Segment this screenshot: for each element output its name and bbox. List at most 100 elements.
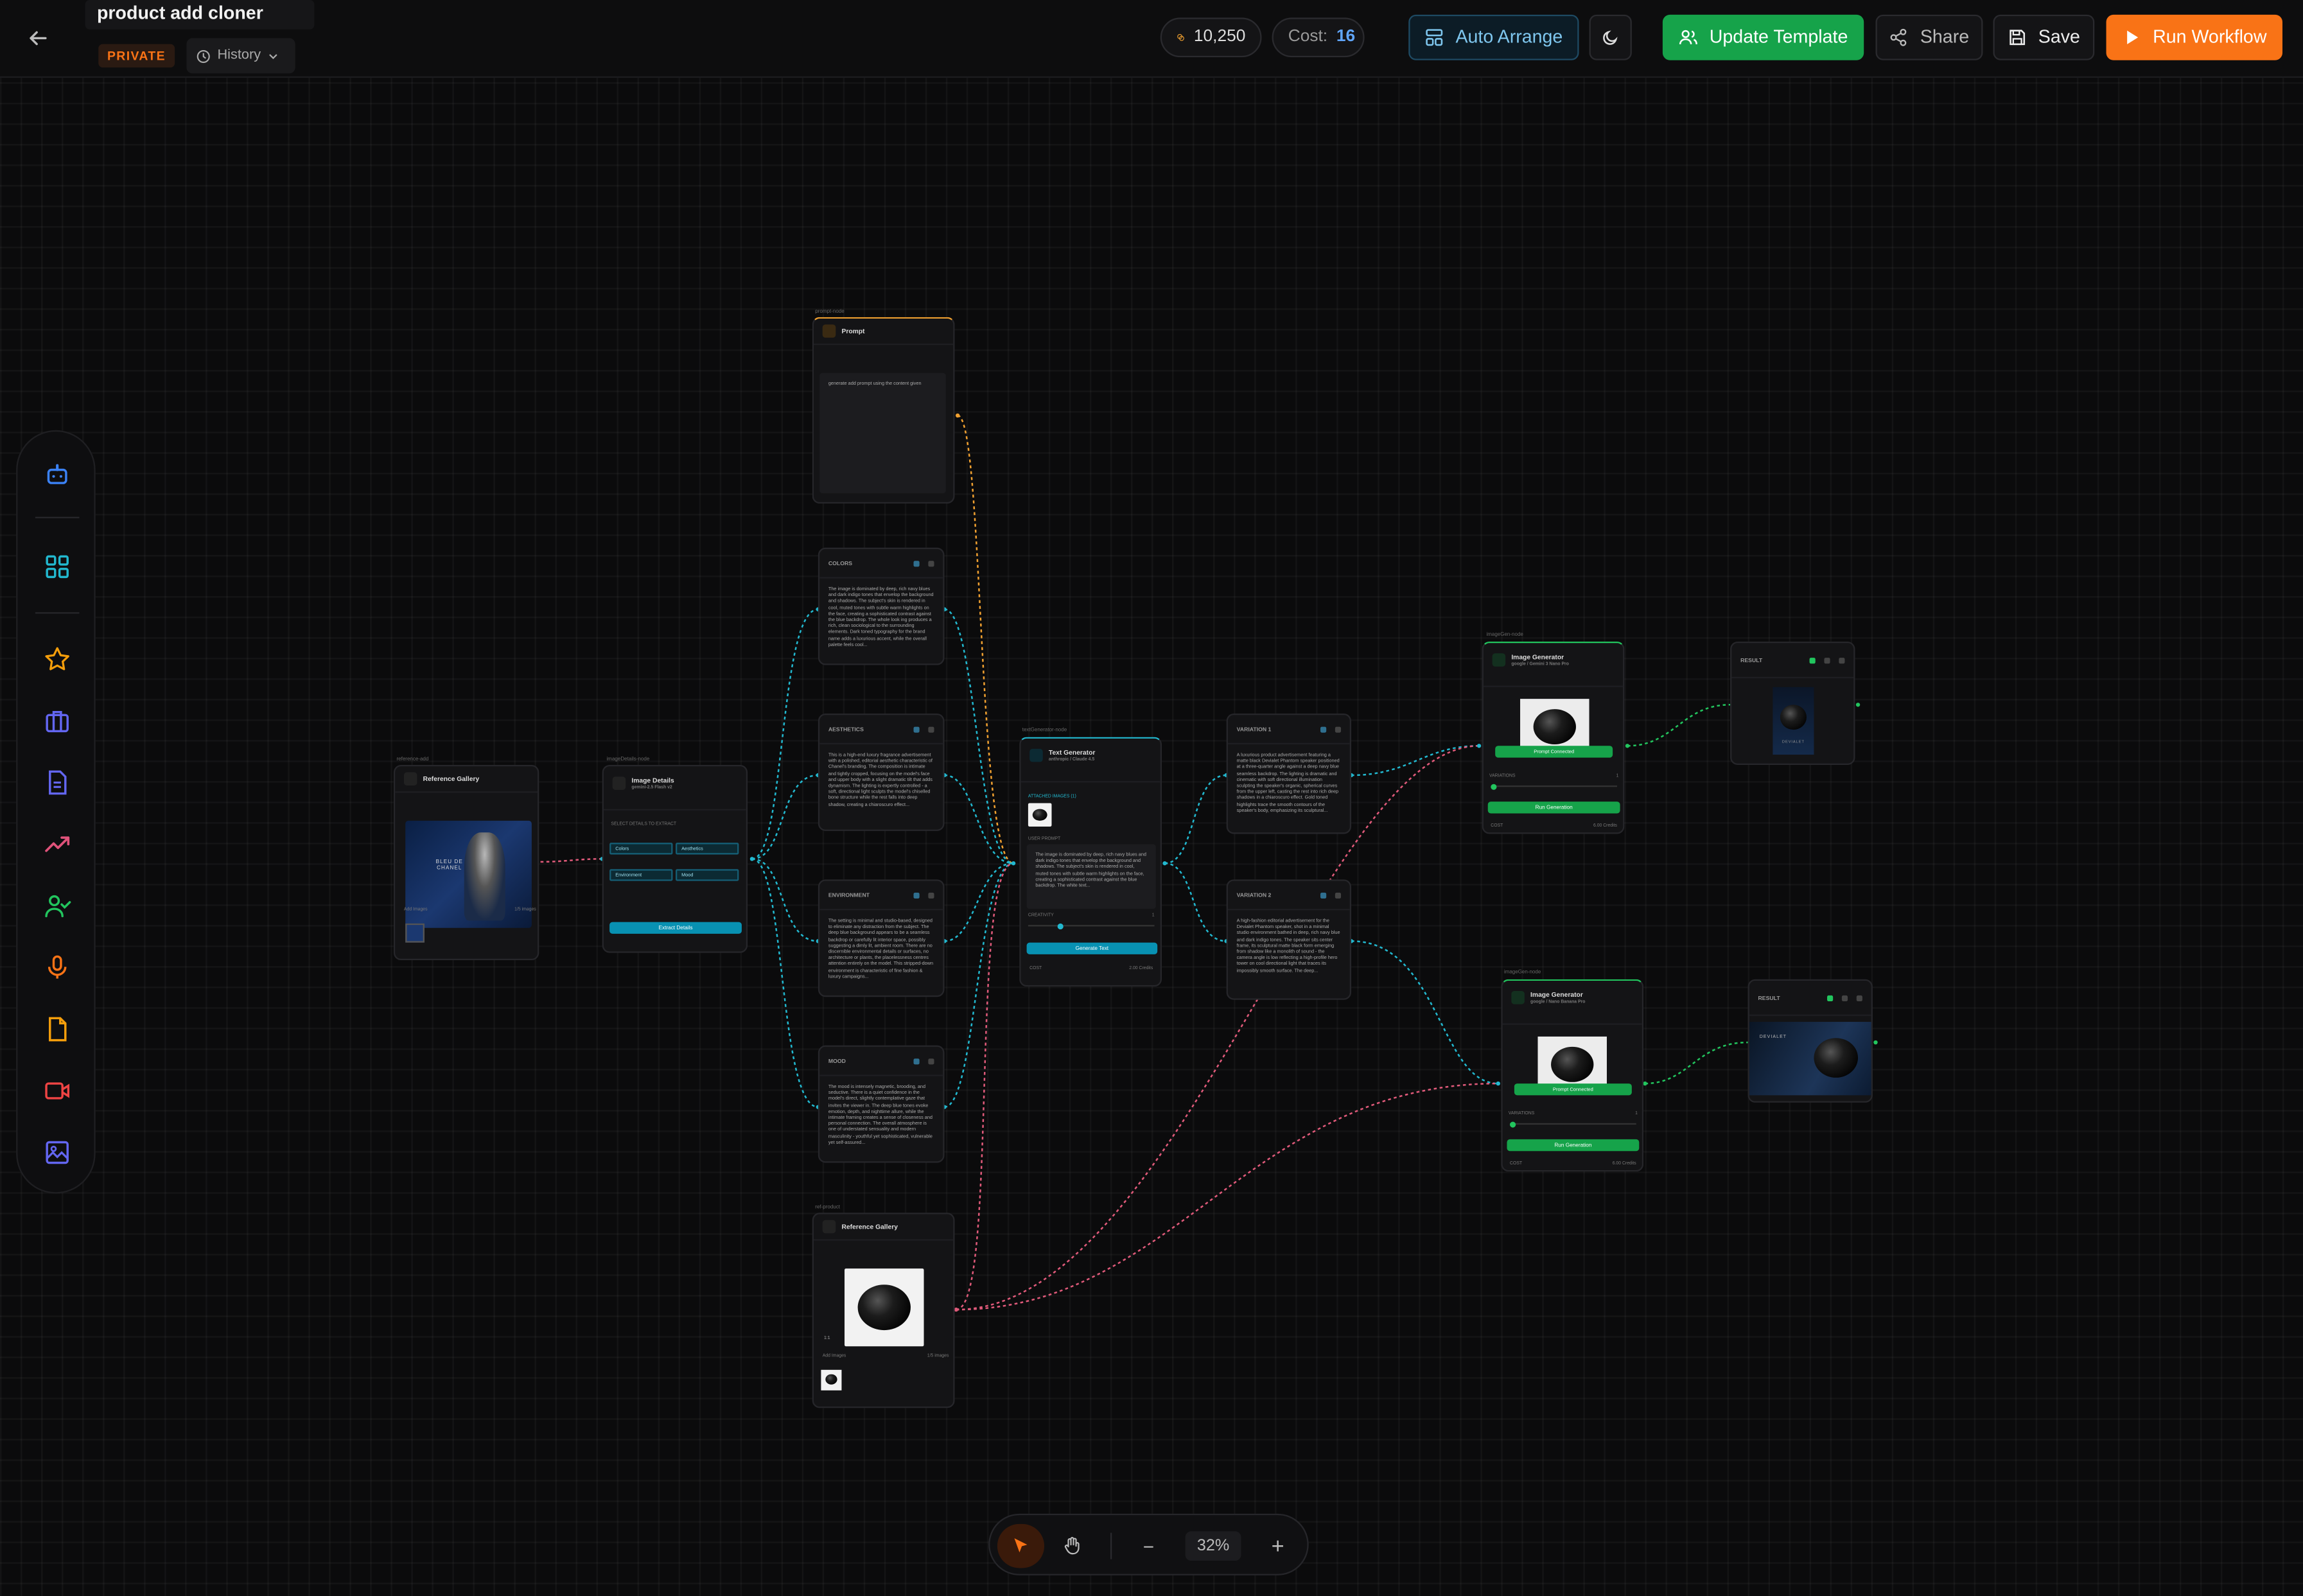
image-icon[interactable] <box>42 1138 72 1168</box>
arrow-left-icon[interactable] <box>24 24 53 53</box>
node-title: RESULT <box>1740 656 1763 663</box>
mood-node[interactable]: MOOD The mood is intensely magnetic, bro… <box>818 1045 945 1163</box>
add-images-button[interactable]: Add Images <box>403 906 428 912</box>
zoom-level[interactable]: 32% <box>1185 1531 1241 1561</box>
aesthetics-node[interactable]: AESTHETICS This is a high-end luxury fra… <box>818 713 945 831</box>
workflow-title[interactable]: product add cloner <box>85 0 315 30</box>
tag-environment[interactable]: Environment <box>609 869 673 881</box>
user-check-icon[interactable] <box>42 891 72 921</box>
creativity-slider[interactable] <box>1028 922 1155 929</box>
copy-icon[interactable] <box>913 891 920 898</box>
zoom-out-button[interactable]: − <box>1143 1535 1155 1557</box>
node-header[interactable]: RESULT <box>1749 981 1871 1016</box>
update-template-button[interactable]: Update Template <box>1662 14 1864 60</box>
variation-1-node[interactable]: VARIATION 1 A luxurious product advertis… <box>1226 713 1352 834</box>
slider-thumb[interactable] <box>1510 1121 1516 1127</box>
robot-icon[interactable] <box>42 460 72 489</box>
edge-mood-textgen <box>944 862 1014 1108</box>
tag-colors[interactable]: Colors <box>609 843 673 855</box>
result-image[interactable]: DEVIALET <box>1773 687 1814 755</box>
theme-toggle-button[interactable] <box>1589 14 1632 60</box>
share-button[interactable]: Share <box>1875 14 1983 60</box>
run-workflow-button[interactable]: Run Workflow <box>2106 14 2282 60</box>
select-tool-button[interactable] <box>997 1523 1045 1568</box>
prompt-textarea[interactable]: generate add prompt using the content gi… <box>819 373 946 494</box>
attached-thumbnail[interactable] <box>1028 803 1052 827</box>
trash-icon[interactable] <box>928 726 934 732</box>
copy-icon[interactable] <box>913 560 920 566</box>
history-button[interactable]: History <box>186 38 295 74</box>
trend-icon[interactable] <box>42 830 72 859</box>
result-2-node[interactable]: RESULT DEVIALET <box>1747 979 1873 1103</box>
trash-icon[interactable] <box>1335 726 1342 732</box>
variations-slider[interactable] <box>1510 1121 1636 1127</box>
extract-details-button[interactable]: Extract Details <box>609 922 742 934</box>
node-header[interactable]: MOOD <box>819 1047 943 1076</box>
generate-text-button[interactable]: Generate Text <box>1026 942 1158 954</box>
run-generation-button[interactable]: Run Generation <box>1487 802 1620 814</box>
add-images-button[interactable]: Add Images <box>822 1352 846 1358</box>
node-header[interactable]: RESULT <box>1731 643 1854 679</box>
node-header[interactable]: AESTHETICS <box>819 715 943 745</box>
auto-arrange-button[interactable]: Auto Arrange <box>1408 14 1579 60</box>
variation-2-node[interactable]: VARIATION 2 A high-fashion editorial adv… <box>1226 879 1352 1000</box>
star-icon[interactable] <box>42 645 72 674</box>
trash-icon[interactable] <box>1839 656 1845 663</box>
node-header[interactable]: VARIATION 1 <box>1227 715 1350 745</box>
trash-icon[interactable] <box>928 891 934 898</box>
tag-mood[interactable]: Mood <box>676 869 739 881</box>
node-header[interactable]: VARIATION 2 <box>1227 881 1350 911</box>
trash-icon[interactable] <box>928 560 934 566</box>
variations-slider[interactable] <box>1491 783 1617 789</box>
save-button[interactable]: Save <box>1993 14 2095 60</box>
microphone-icon[interactable] <box>42 953 72 983</box>
file-icon[interactable] <box>42 1015 72 1044</box>
expand-icon[interactable] <box>1841 994 1848 1001</box>
result-image[interactable]: DEVIALET <box>1749 1022 1871 1096</box>
trash-icon[interactable] <box>1335 891 1342 898</box>
document-icon[interactable] <box>42 768 72 798</box>
node-header[interactable]: ENVIRONMENT <box>819 881 943 911</box>
trash-icon[interactable] <box>1856 994 1862 1001</box>
edge-imggen1-result1 <box>1627 704 1731 747</box>
edge-details-mood <box>751 858 819 1108</box>
tag-aesthetics[interactable]: Aesthetics <box>676 843 739 855</box>
briefcase-icon[interactable] <box>42 706 72 736</box>
download-icon[interactable] <box>1809 656 1816 663</box>
copy-icon[interactable] <box>1320 726 1327 732</box>
result-1-node[interactable]: RESULT DEVIALET <box>1730 641 1855 766</box>
colors-node[interactable]: COLORS The image is dominated by deep, r… <box>818 547 945 665</box>
node-header[interactable]: Reference Gallery <box>813 1215 954 1241</box>
grid-icon[interactable] <box>42 552 72 582</box>
trash-icon[interactable] <box>928 1058 934 1064</box>
expand-icon[interactable] <box>1824 656 1830 663</box>
node-header[interactable]: Reference Gallery <box>395 766 538 793</box>
run-generation-button[interactable]: Run Generation <box>1507 1139 1640 1152</box>
zoom-in-button[interactable]: + <box>1271 1533 1284 1559</box>
slider-thumb[interactable] <box>1491 783 1497 789</box>
prompt-node[interactable]: Prompt generate add prompt using the con… <box>812 317 955 504</box>
slider-thumb[interactable] <box>1057 922 1064 929</box>
reference-gallery-node[interactable]: Reference Gallery BLEU DE CHANEL Add Ima… <box>393 765 539 961</box>
copy-icon[interactable] <box>913 726 920 732</box>
copy-icon[interactable] <box>1320 891 1327 898</box>
download-icon[interactable] <box>1827 994 1834 1001</box>
hand-tool-button[interactable] <box>1049 1524 1096 1568</box>
user-prompt-input[interactable]: The image is dominated by deep, rich nav… <box>1026 844 1156 909</box>
reference-gallery-product-node[interactable]: Reference Gallery 1:1 Add Images 1/5 ima… <box>812 1213 955 1408</box>
node-header[interactable]: COLORS <box>819 549 943 579</box>
video-icon[interactable] <box>42 1076 72 1106</box>
copy-icon[interactable] <box>913 1058 920 1064</box>
thumbnail[interactable] <box>821 1369 842 1390</box>
environment-node[interactable]: ENVIRONMENT The setting is minimal and s… <box>818 879 945 997</box>
thumbnail[interactable] <box>405 923 425 943</box>
node-header[interactable]: Prompt <box>813 319 954 346</box>
